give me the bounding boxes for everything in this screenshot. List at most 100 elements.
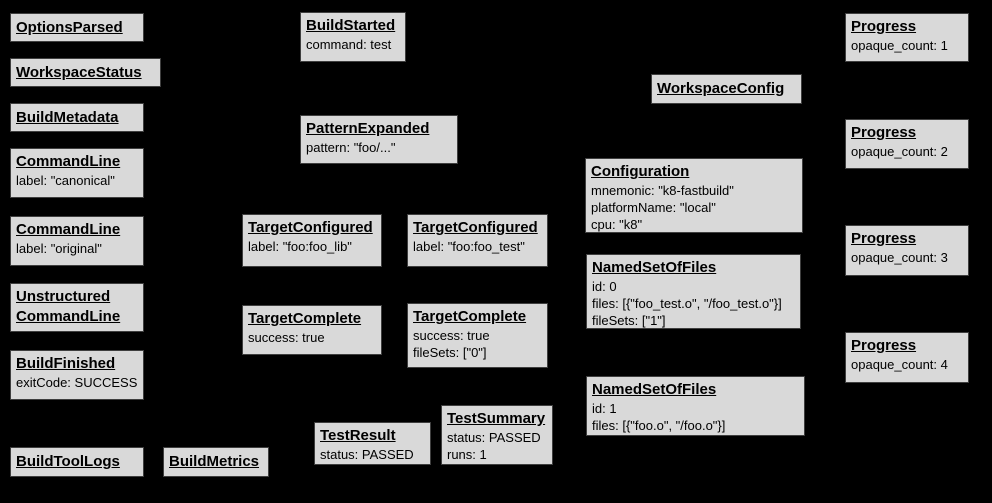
- node-options-parsed: OptionsParsed: [10, 13, 144, 42]
- node-configuration: Configuration mnemonic: "k8-fastbuild" pla…: [585, 158, 803, 233]
- node-progress-4: Progress opaque_count: 4: [845, 332, 969, 383]
- node-title: TestSummary: [447, 409, 547, 429]
- node-title: BuildMetrics: [169, 452, 259, 472]
- node-title: BuildMetadata: [16, 108, 119, 128]
- node-detail-line: status: PASSED: [320, 447, 414, 462]
- node-title: Configuration: [591, 162, 797, 182]
- node-title-line: BuildMetrics: [169, 453, 260, 470]
- node-detail-line: id: 1: [592, 401, 617, 416]
- node-title-line: NamedSetOfFiles: [592, 259, 717, 276]
- node-title-line: CommandLine: [16, 221, 121, 238]
- node-title-line: Progress: [851, 124, 917, 141]
- node-workspace-status: WorkspaceStatus: [10, 58, 161, 87]
- node-detail-line: files: [{"foo_test.o", "/foo_test.o"}]: [592, 296, 782, 311]
- node-title-line: Progress: [851, 230, 917, 247]
- node-title-line: TargetConfigured: [248, 219, 373, 236]
- node-test-result: TestResult status: PASSED: [314, 422, 431, 465]
- node-title-line: BuildToolLogs: [16, 453, 120, 470]
- node-detail-line: mnemonic: "k8-fastbuild": [591, 183, 734, 198]
- node-detail-line: label: "foo:foo_test": [413, 239, 525, 254]
- node-command-line-canonical: CommandLine label: "canonical": [10, 148, 144, 198]
- node-build-started: BuildStarted command: test: [300, 12, 406, 62]
- node-title-line: TestResult: [320, 427, 396, 444]
- node-title-line: Progress: [851, 337, 917, 354]
- node-detail-line: runs: 1: [447, 447, 487, 462]
- node-title-line: BuildMetadata: [16, 108, 119, 126]
- node-title: BuildStarted: [306, 16, 400, 36]
- node-detail-line: files: [{"foo.o", "/foo.o"}]: [592, 418, 726, 433]
- node-detail-line: success: true: [413, 328, 490, 343]
- node-detail-line: pattern: "foo/...": [306, 140, 396, 155]
- node-title-line: WorkspaceConfig: [657, 80, 785, 97]
- node-title-line: BuildFinished: [16, 355, 116, 372]
- node-detail-line: label: "canonical": [16, 173, 115, 188]
- node-detail-line: fileSets: ["0"]: [413, 345, 487, 360]
- node-detail-line: label: "original": [16, 241, 102, 256]
- node-build-finished: BuildFinished exitCode: SUCCESS: [10, 350, 144, 400]
- node-progress-1: Progress opaque_count: 1: [845, 13, 969, 62]
- node-title: Progress: [851, 336, 963, 356]
- node-named-set-of-files-0: NamedSetOfFiles id: 0 files: [{"foo_test.o…: [586, 254, 801, 329]
- node-title: Progress: [851, 229, 963, 249]
- node-target-configured-foo-lib: TargetConfigured label: "foo:foo_lib": [242, 214, 382, 267]
- node-build-tool-logs: BuildToolLogs: [10, 447, 144, 477]
- node-build-metadata: BuildMetadata: [10, 103, 144, 132]
- node-title: BuildFinished: [16, 354, 138, 374]
- node-progress-2: Progress opaque_count: 2: [845, 119, 969, 169]
- node-title-line: Unstructured: [16, 288, 111, 305]
- node-title: TargetConfigured: [248, 218, 376, 238]
- node-title-line: NamedSetOfFiles: [592, 381, 717, 398]
- node-detail-line: opaque_count: 1: [851, 38, 948, 53]
- node-workspace-config: WorkspaceConfig: [651, 74, 802, 104]
- node-title: Progress: [851, 123, 963, 143]
- node-title-line: PatternExpanded: [306, 120, 430, 137]
- node-title-line: Configuration: [591, 163, 690, 180]
- node-target-complete-foo-lib: TargetComplete success: true: [242, 305, 382, 355]
- node-detail-line: command: test: [306, 37, 392, 52]
- node-detail-line: id: 0: [592, 279, 617, 294]
- node-pattern-expanded: PatternExpanded pattern: "foo/...": [300, 115, 458, 164]
- node-title-line: TargetComplete: [248, 310, 362, 327]
- node-title-line: BuildStarted: [306, 17, 396, 34]
- node-title: WorkspaceStatus: [16, 63, 142, 83]
- node-detail-line: opaque_count: 4: [851, 357, 948, 372]
- node-detail-line: status: PASSED: [447, 430, 541, 445]
- node-detail-line: success: true: [248, 330, 325, 345]
- node-title-line: TargetComplete: [413, 308, 527, 325]
- node-title: WorkspaceConfig: [657, 79, 784, 99]
- node-detail-line: opaque_count: 2: [851, 144, 948, 159]
- node-title: CommandLine: [16, 220, 138, 240]
- node-target-complete-foo-test: TargetComplete success: true fileSets: ["0…: [407, 303, 548, 368]
- node-detail-line: cpu: "k8": [591, 217, 643, 232]
- node-title: CommandLine: [16, 152, 138, 172]
- node-title: TargetConfigured: [413, 218, 542, 238]
- node-build-metrics: BuildMetrics: [163, 447, 269, 477]
- node-progress-3: Progress opaque_count: 3: [845, 225, 969, 276]
- node-title-line: CommandLine: [16, 308, 121, 325]
- node-detail-line: opaque_count: 3: [851, 250, 948, 265]
- node-title: Progress: [851, 17, 963, 37]
- node-title-line: WorkspaceStatus: [16, 63, 142, 81]
- node-target-configured-foo-test: TargetConfigured label: "foo:foo_test": [407, 214, 548, 267]
- node-title-line: TestSummary: [447, 410, 546, 427]
- node-detail-line: fileSets: ["1"]: [592, 313, 666, 328]
- node-detail-line: platformName: "local": [591, 200, 716, 215]
- node-title: OptionsParsed: [16, 18, 123, 38]
- node-title-line: CommandLine: [16, 153, 121, 170]
- node-detail-line: label: "foo:foo_lib": [248, 239, 352, 254]
- node-title: TargetComplete: [248, 309, 376, 329]
- node-title: BuildToolLogs: [16, 452, 120, 472]
- node-command-line-original: CommandLine label: "original": [10, 216, 144, 266]
- node-title-line: Progress: [851, 18, 917, 35]
- node-title: TargetComplete: [413, 307, 542, 327]
- node-test-summary: TestSummary status: PASSED runs: 1: [441, 405, 553, 465]
- node-title: TestResult: [320, 426, 425, 446]
- node-title: PatternExpanded: [306, 119, 452, 139]
- node-title: NamedSetOfFiles: [592, 380, 799, 400]
- node-named-set-of-files-1: NamedSetOfFiles id: 1 files: [{"foo.o", "/…: [586, 376, 805, 436]
- node-detail-line: exitCode: SUCCESS: [16, 375, 138, 390]
- node-title-line: TargetConfigured: [413, 219, 538, 236]
